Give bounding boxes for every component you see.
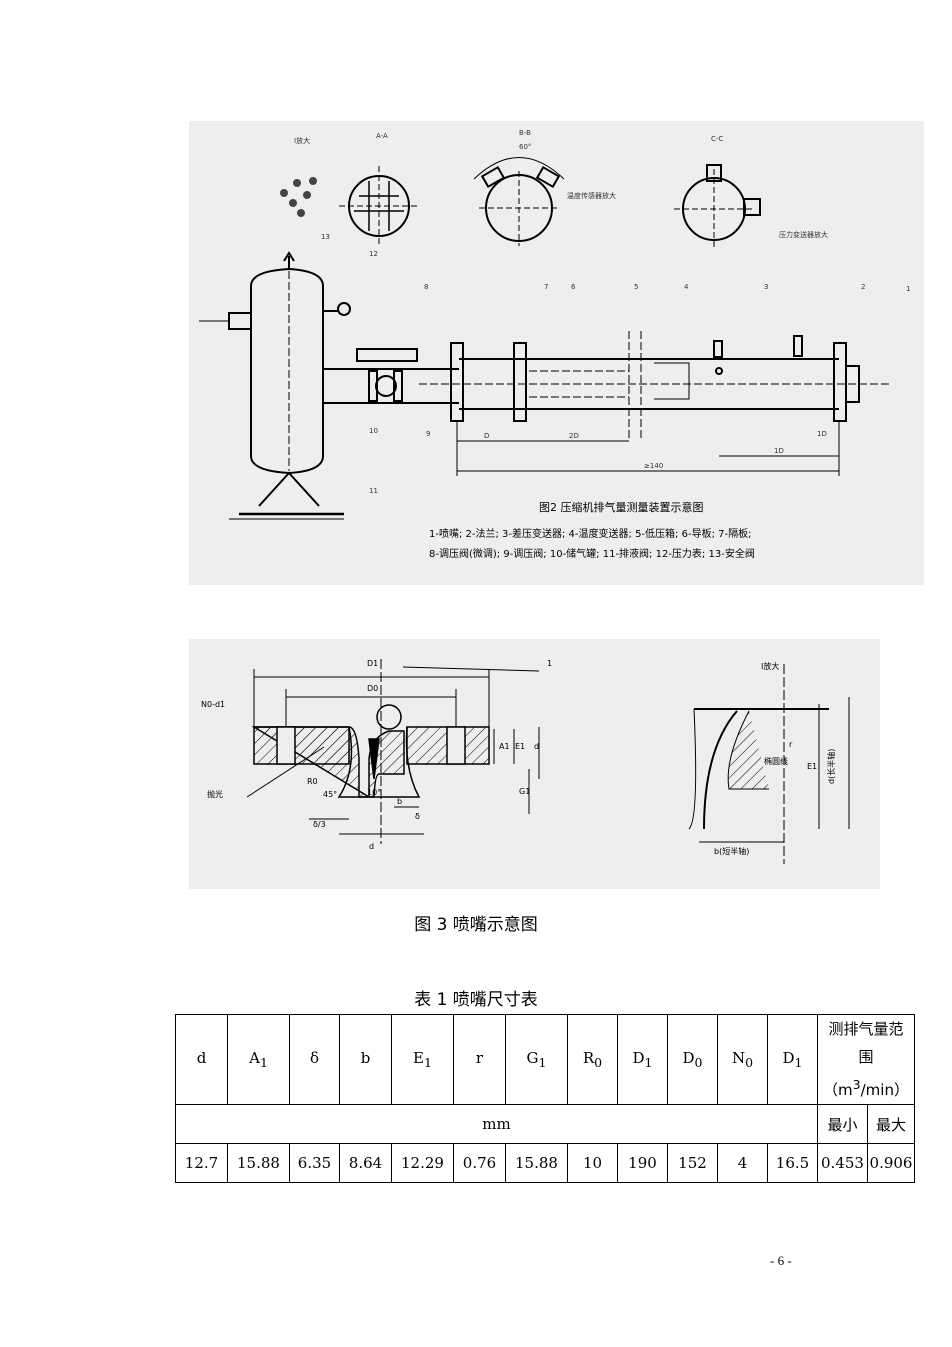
unit-cell: mm (175, 1104, 818, 1144)
fig3-label-d1: D1 (367, 659, 378, 668)
figure-2-drawing: I放大 A-A B-B C-C 60° 温度传感器放大 压力变送器放大 (199, 129, 910, 560)
fig3-label-delta: δ (415, 812, 420, 821)
min-label-cell: 最小 (817, 1104, 868, 1144)
header-cell: G1 (505, 1014, 568, 1105)
fig3-label-ellipse: 椭圆线 (764, 756, 788, 766)
fig3-label-d: d (534, 742, 539, 751)
value-cell: 0.76 (453, 1143, 506, 1183)
fig3-label-g1: G1 (519, 787, 530, 796)
part-10: 10 (369, 427, 378, 435)
table-header-row: d A1 δ b E1 r G1 R0 D1 D0 N0 D1 测排气量范 围（… (175, 1014, 916, 1105)
callout-b: 温度传感器放大 (567, 191, 616, 200)
value-cell: 15.88 (227, 1143, 290, 1183)
fig3-label-enlarge: I放大 (761, 661, 779, 671)
part-12: 12 (369, 250, 378, 258)
table-unit-row: mm 最小 最大 (175, 1104, 916, 1144)
value-cell: 15.88 (505, 1143, 568, 1183)
value-cell: 190 (617, 1143, 668, 1183)
range-header-cell: 测排气量范 围（m3/min） (816, 1014, 916, 1105)
max-label-cell: 最大 (866, 1104, 916, 1144)
fig3-label-b: b (397, 797, 402, 806)
header-cell: b (339, 1014, 392, 1105)
value-cell: 152 (667, 1143, 718, 1183)
fig3-label-45: 45° (323, 790, 337, 799)
part-13: 13 (321, 233, 330, 241)
fig3-label-d-bottom: d (369, 842, 374, 851)
value-cell: 0.906 (866, 1143, 916, 1183)
fig3-label-r: r (789, 740, 793, 749)
part-3: 3 (764, 283, 768, 291)
value-cell: 4 (717, 1143, 768, 1183)
part-1: 1 (906, 285, 910, 293)
header-cell: D1 (767, 1014, 818, 1105)
value-cell: 0.453 (817, 1143, 868, 1183)
fig3-label-d3: δ/3 (313, 820, 326, 829)
enlarged-detail (688, 664, 850, 864)
nozzle-section (251, 704, 490, 798)
header-cell: δ (289, 1014, 340, 1105)
header-cell: N0 (717, 1014, 768, 1105)
part-5: 5 (634, 283, 638, 291)
dim-140: ≥140 (644, 462, 663, 470)
fig3-label-e1: E1 (515, 742, 525, 751)
table-value-row: 12.7 15.88 6.35 8.64 12.29 0.76 15.88 10… (175, 1143, 916, 1183)
callout-c: 压力变送器放大 (779, 230, 828, 239)
figure-3-caption: 图 3 喷嘴示意图 (414, 915, 538, 935)
header-cell: r (453, 1014, 506, 1105)
dim-d: D (484, 432, 489, 440)
figure-2-title: 图2 压缩机排气量测量装置示意图 (539, 500, 704, 514)
nozzle-dimension-table: d A1 δ b E1 r G1 R0 D1 D0 N0 D1 测排气量范 围（… (175, 1014, 916, 1183)
angle-label: 60° (519, 143, 531, 151)
fig3-label-n0d1: N0-d1 (201, 700, 225, 709)
figure-2-measurement-device: I放大 A-A B-B C-C 60° 温度传感器放大 压力变送器放大 (189, 121, 924, 585)
part-4: 4 (684, 283, 689, 291)
value-cell: 12.7 (175, 1143, 228, 1183)
fig3-label-d-long: d(长半轴) (826, 749, 836, 784)
header-cell: D0 (667, 1014, 718, 1105)
nozzle-holes-detail (280, 177, 317, 217)
figure-3-nozzle-diagram: D1 D0 N0-d1 1 A1 E1 d G1 R0 45° 10° b δ … (189, 639, 880, 889)
dim-1d-a: 1D (774, 447, 784, 455)
value-cell: 10 (567, 1143, 618, 1183)
fig3-label-b-short: b(短半轴) (714, 846, 749, 856)
part-7: 7 (544, 283, 548, 291)
fig3-label-one: 1 (547, 659, 552, 668)
value-cell: 8.64 (339, 1143, 392, 1183)
part-9: 9 (426, 430, 430, 438)
view-label-4: C-C (711, 135, 723, 143)
view-label-3: B-B (519, 129, 531, 137)
fig3-label-10: 10° (367, 788, 381, 797)
fig3-label-a1: A1 (499, 742, 510, 751)
part-2: 2 (861, 283, 865, 291)
header-cell: A1 (227, 1014, 290, 1105)
header-cell: D1 (617, 1014, 668, 1105)
part-8: 8 (424, 283, 428, 291)
value-cell: 16.5 (767, 1143, 818, 1183)
view-label-2: A-A (376, 132, 388, 140)
fig3-label-r0: R0 (307, 777, 318, 786)
header-cell: E1 (391, 1014, 454, 1105)
dim-2d: 2D (569, 432, 579, 440)
fig3-label-polish: 抛光 (207, 789, 223, 799)
value-cell: 6.35 (289, 1143, 340, 1183)
figure-2-legend-line-2: 8-调压阀(微调); 9-调压阀; 10-储气罐; 11-排液阀; 12-压力表… (429, 547, 755, 560)
receiver-tank (199, 251, 351, 520)
fig3-label-e1-right: E1 (807, 762, 817, 771)
part-6: 6 (571, 283, 576, 291)
value-cell: 12.29 (391, 1143, 454, 1183)
header-cell: R0 (567, 1014, 618, 1105)
figure-2-legend-line-1: 1-喷嘴; 2-法兰; 3-差压变送器; 4-温度变送器; 5-低压箱; 6-导… (429, 527, 751, 540)
page-number: - 6 - (770, 1253, 792, 1268)
part-11: 11 (369, 487, 378, 495)
dim-1d-b: 1D (817, 430, 827, 438)
figure-3-drawing: D1 D0 N0-d1 1 A1 E1 d G1 R0 45° 10° b δ … (201, 659, 850, 864)
fig3-label-d0: D0 (367, 684, 378, 693)
pipe-assembly (323, 335, 860, 422)
table-1-title: 表 1 喷嘴尺寸表 (414, 990, 538, 1010)
header-cell: d (175, 1014, 228, 1105)
view-label-1: I放大 (294, 136, 310, 145)
